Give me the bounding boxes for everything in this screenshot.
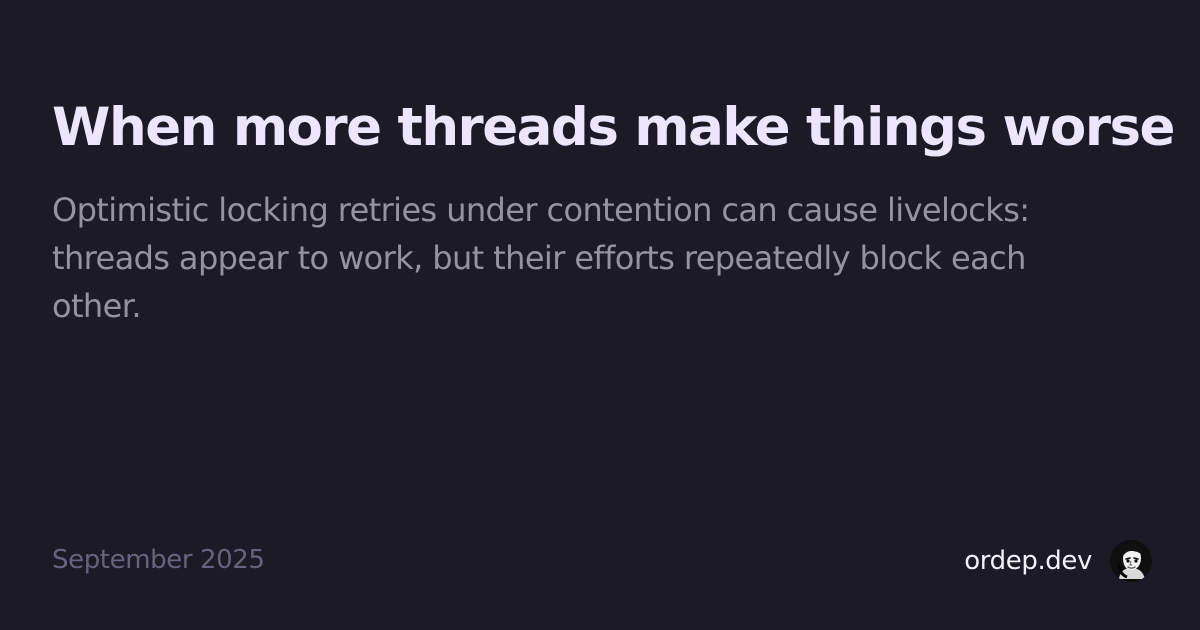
post-subtitle: Optimistic locking retries under content… [52,191,1030,325]
author-avatar-icon [1110,540,1152,582]
publish-date: September 2025 [52,545,265,575]
site-name: ordep.dev [964,546,1092,576]
post-title: When more threads make things worse [52,97,1175,158]
site-brand: ordep.dev [964,538,1152,584]
